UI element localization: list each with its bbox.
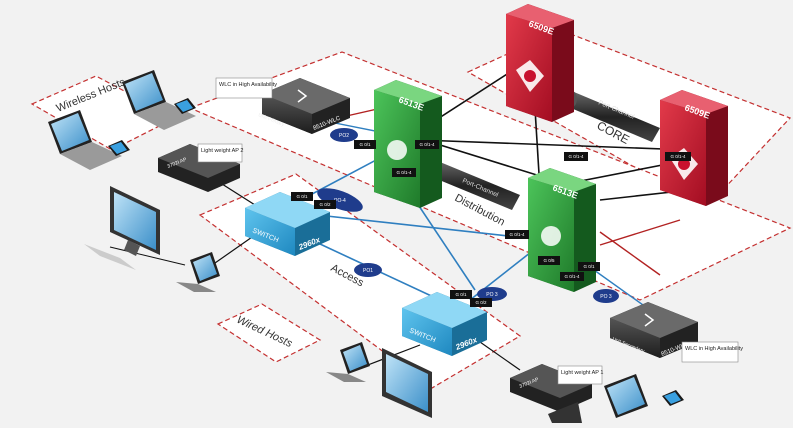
wlc-primary-callout: WLC in High Availability xyxy=(215,77,277,99)
port-tag xyxy=(560,272,584,281)
svg-text:G 0/1: G 0/1 xyxy=(583,264,595,269)
port-tag xyxy=(291,192,313,201)
svg-text:G 0/1-4: G 0/1-4 xyxy=(396,170,412,175)
svg-text:G 0/1-4: G 0/1-4 xyxy=(509,232,525,237)
ap2-callout-text: Light weight AP 2 xyxy=(201,148,243,154)
port-tag xyxy=(314,200,336,209)
link-black xyxy=(419,139,691,151)
tablet-icon xyxy=(108,140,130,156)
port-tag xyxy=(578,262,600,271)
laptop-icon xyxy=(176,252,220,292)
svg-text:G 0/1-4: G 0/1-4 xyxy=(670,154,686,159)
po4-badge: PO-4 xyxy=(317,188,363,212)
svg-text:G 0/2: G 0/2 xyxy=(319,202,331,207)
laptop-icon xyxy=(604,374,648,418)
link-black xyxy=(109,246,186,266)
port-tag xyxy=(354,140,376,149)
wlc-primary-callout-text: WLC in High Availability xyxy=(219,82,277,88)
wlc-secondary-callout: WLC in High Availability xyxy=(681,341,743,363)
svg-text:PO 3: PO 3 xyxy=(600,294,612,300)
svg-text:G 0/1: G 0/1 xyxy=(296,194,308,199)
svg-text:G 0/2: G 0/2 xyxy=(475,300,487,305)
port-tag xyxy=(665,152,691,161)
ap2-callout: Light weight AP 2 xyxy=(197,143,243,163)
desktop-monitor-icon xyxy=(84,186,160,270)
po2-badge: PO2 xyxy=(330,128,358,142)
svg-text:G 0/1: G 0/1 xyxy=(455,292,467,297)
tablet-icon xyxy=(662,390,684,406)
svg-text:PO 3: PO 3 xyxy=(486,292,498,298)
port-tag xyxy=(564,152,588,161)
link-red xyxy=(599,219,681,246)
port-tag xyxy=(538,256,560,265)
po1-badge: PO1 xyxy=(354,263,382,277)
desktop-monitor-icon xyxy=(548,402,582,423)
svg-text:G 0/1: G 0/1 xyxy=(359,142,371,147)
po-badges: PO2 PO-4 PO1 PO 3 PO 3 xyxy=(317,128,619,303)
wlc-secondary: Unit Secondary 8510-WLC xyxy=(610,302,698,358)
desktop-monitor-icon xyxy=(382,348,432,418)
port-tag xyxy=(470,298,492,307)
zone-wired-hosts xyxy=(216,303,322,363)
ap1-callout: Light weight AP 1 xyxy=(557,365,603,385)
svg-text:G 0/5: G 0/5 xyxy=(543,258,555,263)
port-tag xyxy=(505,230,529,239)
wlc-secondary-callout-text: WLC in High Availability xyxy=(685,346,743,352)
dist-switch-left: 6513E G 0/1 G 0/1-4 G 0/1-4 xyxy=(354,80,442,208)
svg-text:G 0/1-4: G 0/1-4 xyxy=(419,142,435,147)
svg-text:G 0/1-4: G 0/1-4 xyxy=(564,274,580,279)
ap1-callout-text: Light weight AP 1 xyxy=(561,370,603,376)
dist-switch-right: 6513E G 0/1-4 G 0/5 G 0/1 G 0/1-4 G 0/1-… xyxy=(505,152,600,292)
po-sec-badge: PO 3 xyxy=(593,289,619,303)
port-tag xyxy=(415,140,439,149)
laptop-icon xyxy=(326,342,370,382)
core-switch-right: 6509E G 0/1-4 xyxy=(660,90,728,206)
po3-badge: PO 3 xyxy=(477,287,507,301)
svg-text:G 0/1-4: G 0/1-4 xyxy=(568,154,584,159)
access-switch-left: SWITCH 2960x G 0/1 G 0/2 xyxy=(245,192,336,256)
svg-text:PO1: PO1 xyxy=(363,268,373,274)
core-switch-left: 6509E xyxy=(506,4,574,122)
link-red xyxy=(599,231,661,276)
svg-text:PO-4: PO-4 xyxy=(334,198,346,204)
tablet-icon xyxy=(174,98,196,114)
port-tag xyxy=(450,290,472,299)
port-tag xyxy=(392,168,416,177)
access-switch-right: SWITCH 2960x G 0/1 G 0/2 xyxy=(402,290,492,356)
link-blue xyxy=(289,211,546,241)
svg-text:PO2: PO2 xyxy=(339,133,349,139)
laptop-icon xyxy=(48,110,122,170)
